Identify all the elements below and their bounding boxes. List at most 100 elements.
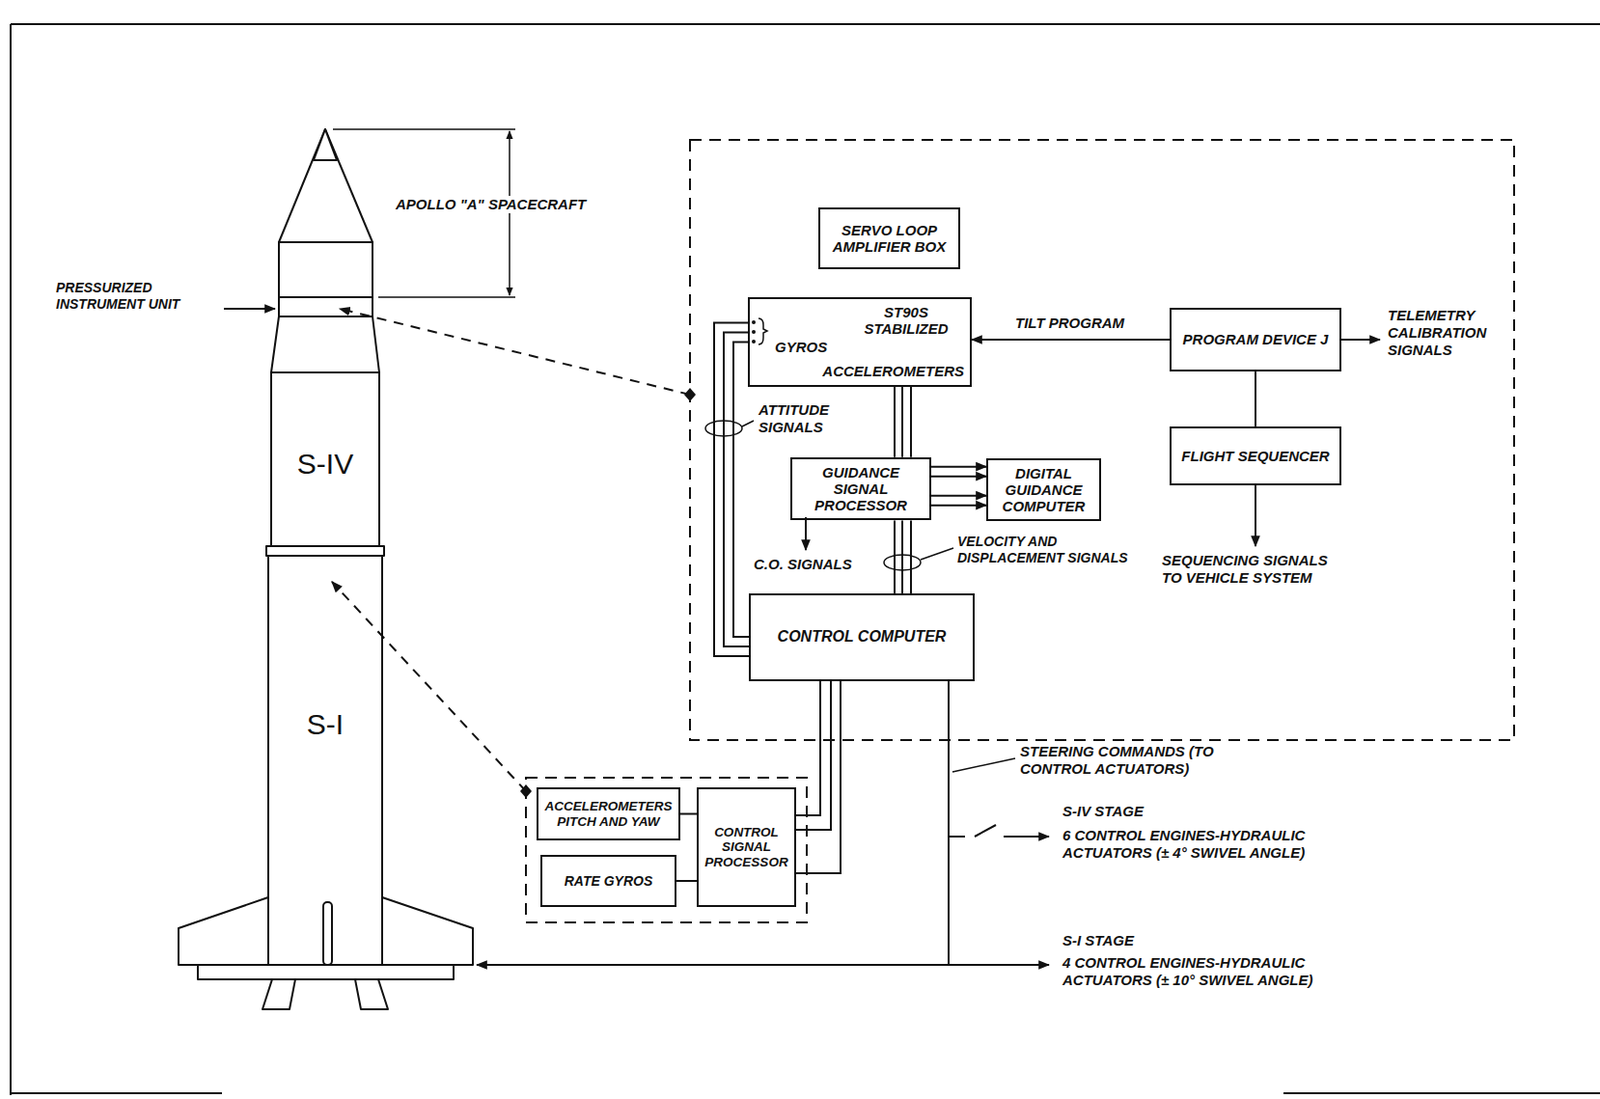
process-box: RATE GYROS: [540, 855, 677, 908]
leader-line: [952, 758, 1016, 773]
text-label: C.O. SIGNALS: [751, 555, 868, 574]
connector-line: [931, 466, 987, 469]
connector: [676, 881, 697, 883]
instrument-unit-boundary: [689, 139, 1515, 741]
dimension-line: [332, 128, 516, 131]
text-label: 6 CONTROL ENGINES-HYDRAULIC ACTUATORS (±…: [1060, 827, 1351, 862]
connector-line: [723, 332, 749, 648]
platform-box: ST90S STABILIZEDGYROSACCELEROMETERS: [747, 297, 972, 387]
edge-label: TILT PROGRAM: [1013, 314, 1168, 332]
process-box: FLIGHT SEQUENCER: [1169, 426, 1342, 486]
steering-arrow: [948, 964, 1049, 966]
box-text: GYROS: [774, 338, 965, 356]
signal-arrow: [1341, 338, 1380, 341]
frame-line: [10, 23, 1600, 26]
dimension-arrow: [508, 131, 511, 296]
text-label: S-I STAGE: [1060, 932, 1254, 950]
text-label: TELEMETRY CALIBRATION SIGNALS: [1385, 306, 1510, 359]
dashed-leader: [331, 581, 526, 792]
engine-leg: [262, 979, 296, 1010]
instrument-unit: [278, 297, 373, 317]
connector: [894, 386, 911, 458]
box-text: RATE GYROS: [547, 873, 670, 889]
s1-control-boundary: [525, 777, 807, 923]
s4-stage: [271, 372, 380, 547]
center-fin: [323, 902, 332, 966]
stage-name: S-IV: [276, 446, 374, 482]
text-label: SEQUENCING SIGNALS TO VEHICLE SYSTEM: [1159, 551, 1353, 587]
connector-line: [796, 681, 831, 830]
connector: [714, 323, 749, 658]
adapter-flare: [271, 316, 380, 373]
rocket-illustration: [178, 129, 473, 1010]
gyro-dot: [751, 320, 756, 325]
box-text: DIGITAL GUIDANCE COMPUTER: [993, 465, 1095, 516]
edge-label: VELOCITY AND DISPLACEMENT SIGNALS: [955, 533, 1149, 567]
process-box: CONTROL SIGNAL PROCESSOR: [696, 787, 797, 908]
engine-leg: [355, 979, 388, 1010]
markers: [520, 320, 756, 799]
frame-line: [1283, 1092, 1600, 1095]
connector-line: [1254, 371, 1257, 427]
connector-line: [931, 495, 987, 497]
process-box: CONTROL COMPUTER: [748, 593, 975, 682]
nose-cone: [278, 129, 373, 243]
connector-line: [901, 520, 904, 594]
process-box: DIGITAL GUIDANCE COMPUTER: [986, 458, 1102, 523]
gyro-dot: [751, 339, 756, 344]
box-text: ACCELEROMETERS PITCH AND YAW: [543, 799, 674, 829]
connector: [894, 520, 911, 594]
process-box: SERVO LOOP AMPLIFIER BOX: [818, 207, 961, 270]
connector-line: [680, 813, 697, 816]
text-label: APOLLO "A" SPACECRAFT: [393, 195, 626, 214]
connector: [796, 681, 841, 874]
box-text: FLIGHT SEQUENCER: [1176, 447, 1335, 465]
connector-line: [901, 386, 904, 458]
diamond-marker: [684, 387, 696, 402]
steering-line: [947, 681, 950, 966]
connector: [971, 339, 1170, 341]
steering-arrow: [1003, 835, 1049, 838]
fin: [178, 897, 269, 966]
text-label: PRESSURIZED INSTRUMENT UNIT: [54, 279, 221, 313]
leader-arrow: [223, 307, 276, 310]
diamond-marker: [520, 784, 532, 799]
connector-line: [676, 880, 697, 883]
box-text: GUIDANCE SIGNAL PROCESSOR: [797, 464, 925, 515]
leader-line: [920, 548, 954, 560]
edge-label: ATTITUDE SIGNALS: [756, 401, 854, 437]
interstage-ring: [266, 546, 385, 556]
frame-line: [9, 24, 12, 1096]
box-text: CONTROL COMPUTER: [755, 628, 968, 646]
box-text: ST90S STABILIZED: [844, 303, 968, 338]
switch-symbol: [974, 825, 996, 837]
box-text: PROGRAM DEVICE J: [1176, 331, 1335, 348]
connector-line: [931, 504, 987, 507]
connector-line: [910, 520, 912, 594]
gyro-dot: [751, 330, 756, 334]
dashed-leader: [339, 308, 690, 395]
dimension: [332, 129, 516, 298]
process-box: ACCELEROMETERS PITCH AND YAW: [536, 787, 681, 841]
text-label: STEERING COMMANDS (TO CONTROL ACTUATORS): [1018, 743, 1269, 778]
connector-line: [733, 342, 749, 638]
connector: [1255, 371, 1257, 427]
nose-tip: [313, 129, 337, 161]
s1-stage: [268, 555, 383, 966]
spacecraft-body: [278, 242, 373, 298]
process-box: GUIDANCE SIGNAL PROCESSOR: [790, 457, 932, 522]
frame-line: [10, 1092, 222, 1095]
fin: [382, 897, 473, 966]
steering-line: [948, 835, 966, 838]
connector: [680, 813, 697, 815]
dimension-line: [378, 296, 516, 299]
connector-line: [910, 386, 912, 458]
steering-arrow: [476, 964, 949, 966]
signal-arrow: [1254, 485, 1257, 547]
connector-line: [971, 338, 1170, 341]
connector-line: [893, 520, 896, 594]
signal-arrow: [804, 517, 807, 551]
